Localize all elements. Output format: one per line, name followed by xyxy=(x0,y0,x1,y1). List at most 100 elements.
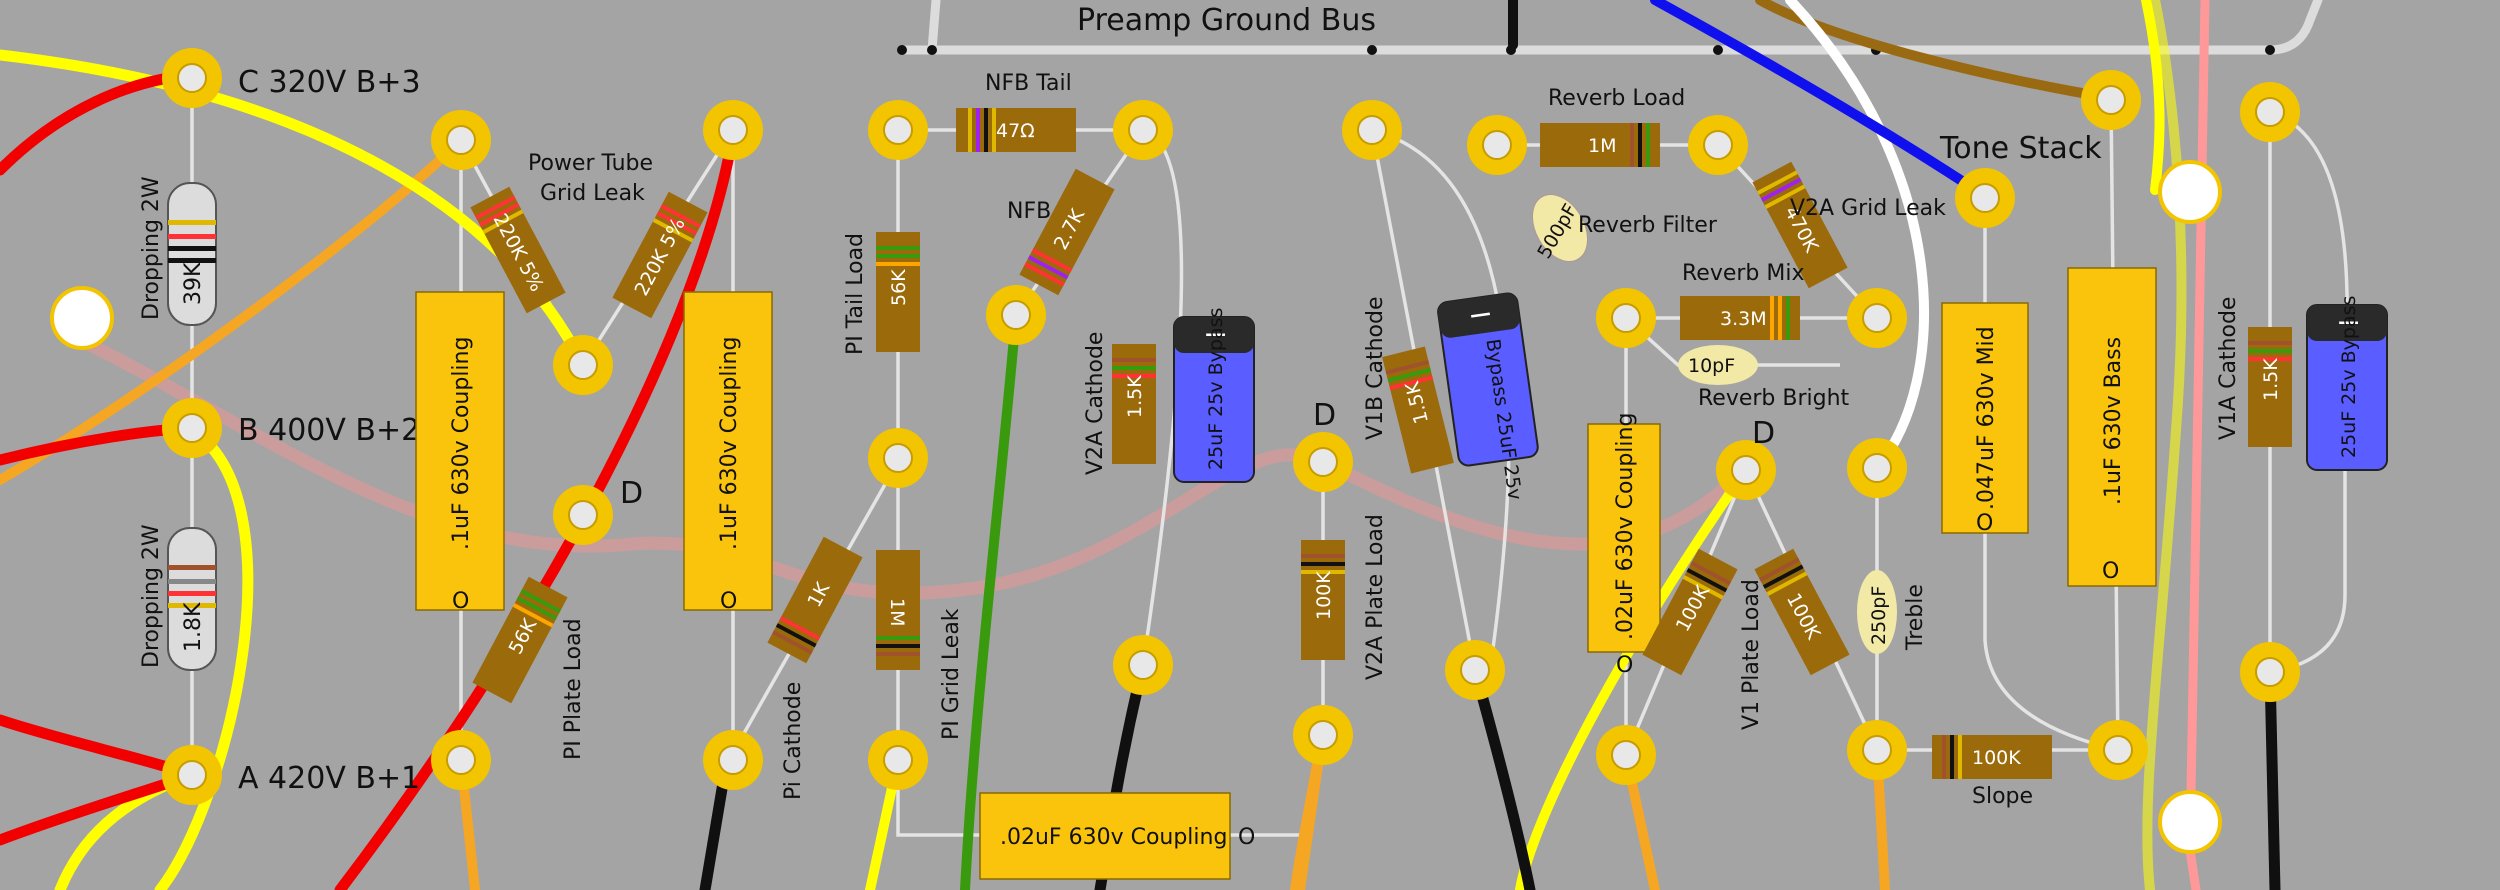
red-wire-5 xyxy=(334,134,738,890)
labels-reverb-mix: Reverb Mix xyxy=(1682,261,1805,286)
mid-cap: .047uF 630v Mid O xyxy=(1941,302,2029,536)
labels-pi-plate-load: PI Plate Load xyxy=(561,618,586,760)
values-cap-mark: O xyxy=(452,589,469,614)
labels-v2a-cathode: V2A Cathode xyxy=(1083,332,1108,475)
labels-v2a-plate-load: V2A Plate Load xyxy=(1363,514,1388,680)
values-coup2: .1uF 630v Coupling xyxy=(717,337,742,550)
values-coup1: .1uF 630v Coupling xyxy=(449,337,474,550)
cap-500pf: 500pF xyxy=(1532,194,1588,263)
values-drop1-val: 39K xyxy=(181,262,206,305)
b1-label: A 420V B+1 xyxy=(238,761,420,796)
b2-label: B 400V B+2 xyxy=(238,413,420,448)
values-cap-mark: O xyxy=(1238,825,1255,850)
resistor-3m3-reverb-mix: 3.3M xyxy=(1680,296,1800,340)
values-c250: 250pF xyxy=(1868,586,1890,645)
labels-slope: Slope xyxy=(1972,784,2033,809)
resistor-220k-a: 220K 5% xyxy=(470,186,566,314)
standoffs xyxy=(50,160,2222,854)
labels-v2a-grid-leak: V2A Grid Leak xyxy=(1790,196,1946,221)
values-coup3: .02uF 630v Coupling xyxy=(1000,825,1227,850)
labels-d3: D xyxy=(1752,416,1775,451)
values-r1mb: 1M xyxy=(1588,135,1616,157)
resistor-100k-v2a-plate: 100K xyxy=(1301,540,1345,660)
brown-wire xyxy=(1755,0,2116,103)
labels-v1b-cathode: V1B Cathode xyxy=(1363,296,1388,440)
electrolytic-cap-3: − 25uF 25v Bypass xyxy=(2306,296,2388,471)
values-bass: .1uF 630v Bass xyxy=(2101,337,2126,505)
labels-power-tube-grid-leak-2: Grid Leak xyxy=(540,181,645,206)
values-cap-mark: O xyxy=(720,589,737,614)
labels-d2: D xyxy=(1313,398,1336,433)
resistor-2k7: 2.7K xyxy=(1019,168,1115,296)
values-el-minus: − xyxy=(2336,305,2361,340)
resistor-56k-pi-tail: 56K xyxy=(876,232,920,352)
resistor-56k-pi-plate: 56K xyxy=(472,576,568,704)
coupling-cap-1: .1uF 630v Coupling O xyxy=(415,291,505,614)
values-el3: 25uF 25v Bypass xyxy=(2338,296,2360,458)
resistor-1k5-v1b: 1.5K xyxy=(1382,346,1454,474)
labels-pi-cathode: Pi Cathode xyxy=(781,682,806,800)
cap-250pf: 250pF xyxy=(1857,570,1897,654)
b3-label: C 320V B+3 xyxy=(238,65,421,100)
resistor-1m-reverb-load: 1M xyxy=(1540,123,1660,167)
bass-cap: .1uF 630v Bass O xyxy=(2067,267,2157,587)
resistor-1m-pi-grid: 1M xyxy=(876,550,920,670)
yellow-wire-right xyxy=(2142,0,2187,890)
labels-treble: Treble xyxy=(1903,584,1928,651)
resistor-1k5-v1a: 1.5K xyxy=(2248,327,2292,447)
yellow-wire-right-2 xyxy=(2141,0,2165,195)
values-r1ma: 1M xyxy=(886,598,908,626)
labels-v1a-cathode: V1A Cathode xyxy=(2216,297,2241,440)
black-wire-3 xyxy=(1469,664,1536,890)
values-coup4: .02uF 630v Coupling xyxy=(1613,413,1638,640)
values-drop1-name: Dropping 2W xyxy=(139,176,164,320)
ground-bus-label: Preamp Ground Bus xyxy=(1077,3,1376,38)
values-cap-mark: O xyxy=(2102,559,2119,584)
cap-10pf: 10pF xyxy=(1678,345,1758,385)
labels-nfb-tail: NFB Tail xyxy=(985,71,1072,96)
resistor-47: 47Ω xyxy=(956,108,1076,152)
white-wire xyxy=(1785,0,1929,473)
labels-pi-tail-load: PI Tail Load xyxy=(843,233,868,355)
values-drop2-name: Dropping 2W xyxy=(139,524,164,668)
black-wire-4 xyxy=(2264,666,2281,890)
electrolytic-cap-1: − 25uF 25v Bypass xyxy=(1173,308,1255,483)
values-el1: 25uF 25v Bypass xyxy=(1205,308,1227,470)
coupling-cap-4: .02uF 630v Coupling O xyxy=(1587,413,1661,678)
labels-tone-stack: Tone Stack xyxy=(1939,131,2102,166)
green-wire xyxy=(960,310,1021,890)
component-labels: Tone Stack Power Tube Grid Leak NFB Tail… xyxy=(528,71,2241,809)
labels-nfb: NFB xyxy=(1007,199,1051,224)
values-r15c: 1.5K xyxy=(2260,358,2282,401)
values-el-minus: − xyxy=(1466,296,1496,334)
values-r33: 3.3M xyxy=(1720,308,1767,330)
dropping-resistor-1: 39K Dropping 2W xyxy=(139,176,217,326)
values-r15a: 1.5K xyxy=(1124,375,1146,418)
labels-reverb-load: Reverb Load xyxy=(1548,86,1685,111)
values-c10: 10pF xyxy=(1688,355,1735,377)
values-r100d: 100K xyxy=(1972,747,2021,769)
labels-reverb-filter: Reverb Filter xyxy=(1578,213,1718,238)
values-drop2-val: 1.8K xyxy=(181,602,206,652)
resistor-100k-v1-plate-a: 100K xyxy=(1642,548,1738,676)
coupling-cap-2: .1uF 630v Coupling O xyxy=(683,291,773,614)
resistor-100k-v1-plate-b: 100K xyxy=(1754,548,1850,676)
values-cap-mark: O xyxy=(1616,653,1633,678)
labels-reverb-bright: Reverb Bright xyxy=(1698,386,1850,411)
resistors: 47Ω 2.7K 220K 5% 220K 5% 56K xyxy=(470,108,2292,779)
values-el-minus: − xyxy=(1203,317,1228,352)
labels-power-tube-grid-leak-1: Power Tube xyxy=(528,151,653,176)
labels-v1-plate-load: V1 Plate Load xyxy=(1739,579,1764,730)
values-r56a: 56K xyxy=(888,269,910,306)
blue-wire xyxy=(1650,0,1990,201)
values-cap-mark: O xyxy=(1976,511,1993,536)
values-mid: .047uF 630v Mid xyxy=(1974,326,1999,510)
orange-wire-left xyxy=(0,135,466,485)
yellow-wire-b2 xyxy=(154,424,254,890)
resistor-470k-v2a-grid: 470K xyxy=(1752,161,1848,289)
values-r47: 47Ω xyxy=(996,120,1035,142)
resistor-1k5-v2a: 1.5K xyxy=(1112,344,1156,464)
dropping-resistor-2: 1.8K Dropping 2W xyxy=(139,524,217,671)
labels-d1: D xyxy=(620,476,643,511)
